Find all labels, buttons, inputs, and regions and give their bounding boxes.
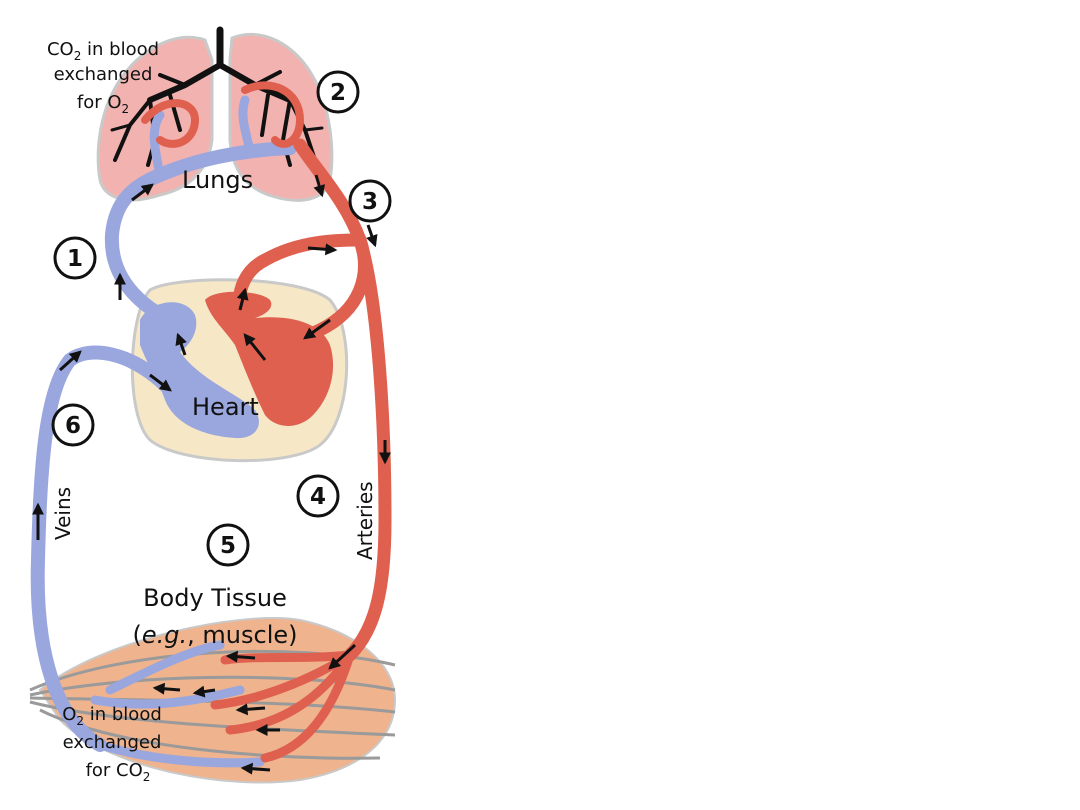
step-badge-6: 6 xyxy=(51,403,95,447)
tissue-note-line2: exchanged xyxy=(63,732,162,753)
arrow xyxy=(131,183,154,202)
arrow xyxy=(152,682,181,695)
arrow xyxy=(328,643,357,670)
arrow xyxy=(236,287,249,311)
heart-label: Heart xyxy=(192,393,259,421)
lungs-note-line2: exchanged xyxy=(54,64,153,85)
arrow xyxy=(240,762,271,775)
svg-text:5: 5 xyxy=(220,533,236,559)
step-badge-3: 3 xyxy=(348,179,392,223)
tissue-example: (e.g., muscle) xyxy=(133,621,298,649)
arrow xyxy=(313,174,325,198)
arrow xyxy=(58,350,82,372)
tissue-note-line1: O2 in blood xyxy=(62,704,162,728)
svg-text:3: 3 xyxy=(362,189,378,215)
lungs-label: Lungs xyxy=(182,166,253,194)
arrow xyxy=(192,685,216,698)
svg-text:4: 4 xyxy=(310,484,326,510)
step-badge-4: 4 xyxy=(296,474,340,518)
arrow xyxy=(235,703,266,716)
arrow xyxy=(303,318,331,340)
step-badges: 1 2 3 4 5 6 xyxy=(51,70,392,567)
svg-text:2: 2 xyxy=(330,80,346,106)
veins-label: Veins xyxy=(51,487,75,540)
step-badge-5: 5 xyxy=(206,523,250,567)
arrow xyxy=(243,333,267,361)
tissue-title: Body Tissue xyxy=(143,584,287,612)
lungs-note-line1: CO2 in blood xyxy=(47,39,159,63)
flow-arrows xyxy=(32,174,391,775)
svg-text:6: 6 xyxy=(65,413,81,439)
arrow xyxy=(149,373,172,392)
labels: CO2 in blood exchanged for O2 Lungs Hear… xyxy=(47,39,377,784)
arrow xyxy=(175,332,187,356)
arrow xyxy=(307,243,338,256)
arrow xyxy=(225,650,256,663)
left-heart-chambers xyxy=(205,291,334,426)
svg-text:1: 1 xyxy=(67,246,83,272)
step-badge-1: 1 xyxy=(53,236,97,280)
right-heart-chambers xyxy=(140,302,259,439)
lungs-note-line3: for O2 xyxy=(77,92,129,116)
arteries-label: Arteries xyxy=(353,481,377,560)
arrow xyxy=(366,224,378,248)
tissue-note-line3: for CO2 xyxy=(86,760,151,784)
step-badge-2: 2 xyxy=(316,70,360,114)
